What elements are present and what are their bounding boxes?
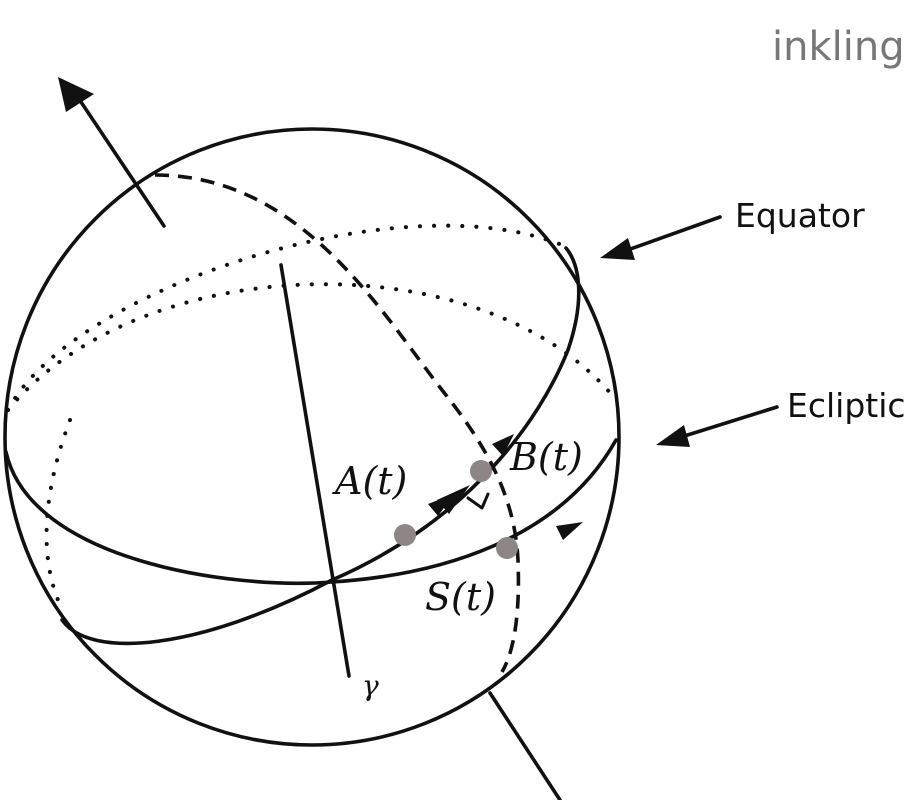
equator-back [6,223,564,412]
label-a: A(t) [332,459,407,503]
inkling-logo: inkling [772,24,905,70]
equator-pointer-line [620,215,722,254]
ecliptic-pointer-arrowhead [656,425,690,447]
equator-label: Equator [735,196,865,235]
ecliptic-back [6,282,614,412]
pole-axis-lower [488,691,562,800]
equator-pointer-arrowhead [600,238,635,260]
point-a [394,524,416,546]
rotation-axis [279,263,351,678]
label-gamma: γ [362,669,379,702]
label-s: S(t) [425,575,496,619]
equator-arrowhead-b [492,434,514,456]
equator-arrowhead-a2 [428,494,454,516]
hour-circle-dashed [154,173,521,673]
equator-front [60,246,581,646]
label-b: B(t) [509,435,583,479]
ecliptic-front [4,438,618,586]
sphere-outline [3,127,621,747]
point-b [470,460,492,482]
equator-arrowhead-a [437,485,470,514]
ecliptic-label: Ecliptic [787,386,906,425]
right-angle-marker [466,492,490,510]
pole-axis-upper [75,94,166,228]
meridian-left-dotted [44,418,72,602]
point-s [496,537,518,559]
pole-arrowhead [58,77,94,112]
ecliptic-arrowhead [556,522,583,540]
ecliptic-pointer-line [676,405,779,440]
